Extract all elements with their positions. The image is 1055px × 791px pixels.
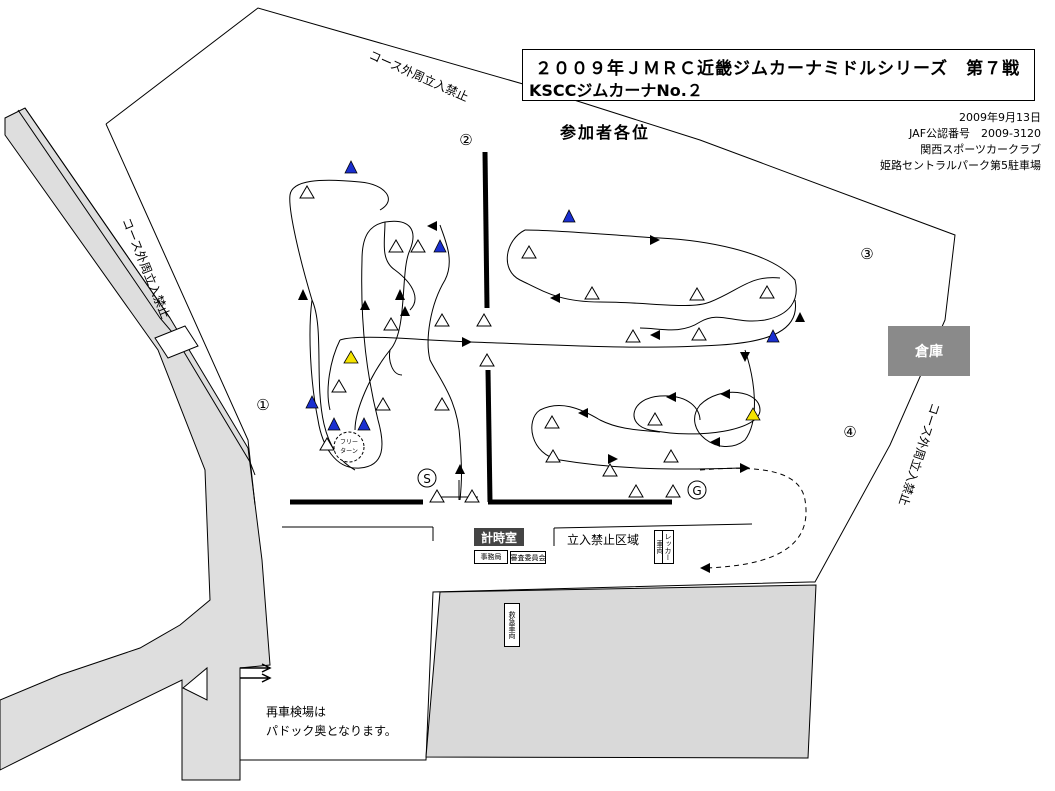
no-entry-zone-label: 立入禁止区域 <box>567 533 640 547</box>
pylon-icon <box>434 313 450 327</box>
free-turn-label: ターン <box>340 447 358 455</box>
lot-boundary <box>105 7 956 761</box>
pylon-icon <box>628 484 644 498</box>
road-outer <box>0 107 271 781</box>
note-line-2: パドック奥となります。 <box>266 724 397 738</box>
arrow-icon <box>740 463 750 473</box>
title-main: ２００９年ＪＭＲＣ近畿ジムカーナミドルシリーズ 第７戦 <box>535 59 1021 79</box>
pylon-icon <box>410 239 426 253</box>
arrow-icon <box>240 673 272 683</box>
pylon-icon <box>434 397 450 411</box>
ambulance-box: 救急車両 <box>504 603 520 647</box>
pylon-icon <box>647 412 663 426</box>
event-info: 2009年9月13日 JAF公認番号 2009-3120 関西スポーツカークラブ… <box>880 110 1041 174</box>
goal-label: G <box>692 484 701 498</box>
road-median <box>154 325 199 359</box>
arrow-icon <box>650 235 660 245</box>
pylon-icon <box>545 449 561 463</box>
pylon-icon <box>602 463 618 477</box>
blue-pylon-icon <box>344 160 358 174</box>
pylon-icon <box>663 449 679 463</box>
pylon-icon <box>375 397 391 411</box>
event-date: 2009年9月13日 <box>959 111 1041 124</box>
yellow-pylon-icon <box>745 407 761 421</box>
arrow-icon <box>240 663 272 673</box>
arrow-icon <box>740 352 750 362</box>
pylon-icon <box>689 287 705 301</box>
pylon-icon <box>319 437 335 451</box>
pylon-icon <box>429 489 445 503</box>
office-box: 事務局 <box>474 550 508 564</box>
arrow-icon <box>298 289 308 300</box>
arrow-icon <box>360 300 370 310</box>
pylon-icon <box>479 353 495 367</box>
marker-1: ① <box>256 396 269 414</box>
blue-pylon-icon <box>433 239 447 253</box>
arrow-icon <box>462 337 472 347</box>
pylon-icon <box>759 285 775 299</box>
arrow-icon <box>608 454 618 464</box>
pylon-icon <box>521 245 537 259</box>
free-turn-label: フリー <box>340 439 358 446</box>
arrow-icon <box>400 306 410 316</box>
marker-2: ② <box>459 131 472 149</box>
reinspection-note: 再車検場は パドック奥となります。 <box>266 703 397 741</box>
arrow-icon <box>795 312 805 322</box>
start-label: S <box>423 472 431 486</box>
timing-room: 計時室 <box>474 528 524 546</box>
pylon-icon <box>544 415 560 429</box>
pylon-icon <box>331 379 347 393</box>
arrow-icon <box>700 563 710 573</box>
arrow-icon <box>427 221 437 231</box>
pylon-icon <box>464 489 480 503</box>
paddock <box>425 584 817 759</box>
pylon-icon <box>691 327 707 341</box>
no-entry-label-top: コース外周立入禁止 <box>367 47 471 104</box>
arrow-icon <box>455 464 465 474</box>
start-marker <box>417 468 437 488</box>
marker-4: ④ <box>843 423 856 441</box>
arrow-icon <box>395 289 405 300</box>
organizer: 関西スポーツカークラブ <box>920 143 1041 156</box>
title-sub: KSCCジムカーナNo.２ <box>529 81 703 100</box>
pylon-icon <box>625 329 641 343</box>
note-line-1: 再車検場は <box>266 705 327 719</box>
steward-box: 審査委員会 <box>510 551 546 564</box>
marker-3: ③ <box>860 245 873 263</box>
arrow-icon <box>666 392 676 402</box>
warehouse: 倉庫 <box>888 326 970 376</box>
goal-marker <box>687 480 707 500</box>
venue: 姫路セントラルパーク第5駐車場 <box>880 159 1041 172</box>
arrow-icon <box>710 437 720 447</box>
attention-heading: 参加者各位 <box>560 123 651 142</box>
pylon-icon <box>383 317 399 331</box>
jaf-number: JAF公認番号 2009-3120 <box>909 127 1041 140</box>
road-island <box>182 666 208 701</box>
blue-pylon-icon <box>305 395 319 409</box>
arrow-icon <box>650 330 660 340</box>
blue-pylon-icon <box>357 417 371 431</box>
pylon-icon <box>584 286 600 300</box>
blue-pylon-icon <box>562 209 576 223</box>
arrow-icon <box>550 293 560 303</box>
pylon-icon <box>299 185 315 199</box>
wrecker-box: レッカー <box>662 530 674 564</box>
pylon-icon <box>665 484 681 498</box>
free-turn-circle <box>333 431 365 463</box>
pylon-icon <box>476 313 492 327</box>
arrow-icon <box>578 408 588 418</box>
blue-pylon-icon <box>766 329 780 343</box>
yellow-pylon-icon <box>343 350 359 364</box>
pylon-icon <box>388 239 404 253</box>
no-entry-label-right: コース外周立入禁止 <box>896 401 943 508</box>
title-box: ２００９年ＪＭＲＣ近畿ジムカーナミドルシリーズ 第７戦 KSCCジムカーナNo.… <box>522 49 1035 101</box>
arrow-icon <box>720 389 730 399</box>
blue-pylon-icon <box>327 417 341 431</box>
